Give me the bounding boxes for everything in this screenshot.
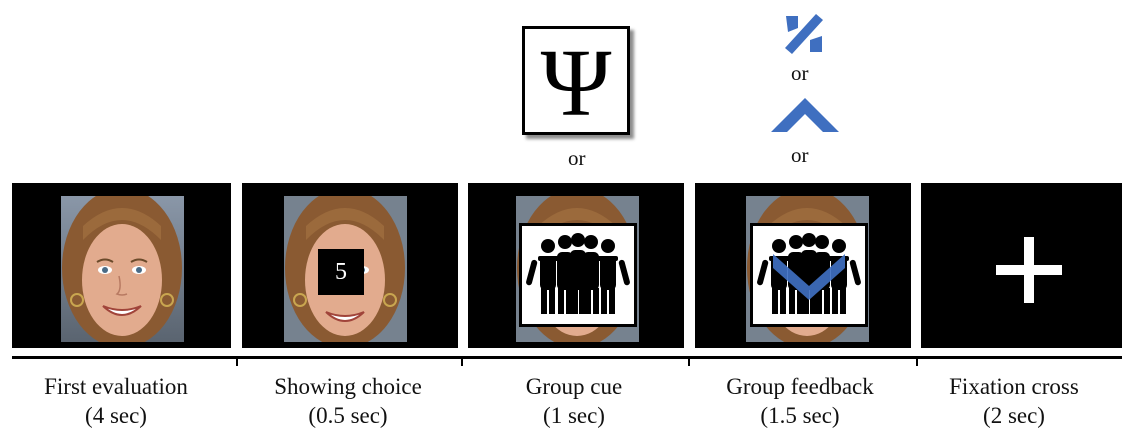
timeline-tick (688, 356, 690, 366)
timeline-axis (12, 356, 1122, 359)
timeline-tick (916, 356, 918, 366)
or-label-cue: or (568, 146, 586, 170)
stage-label-first-evaluation: First evaluation (4 sec) (6, 372, 226, 430)
up-chevron-icon (771, 98, 839, 132)
screen-group-cue (468, 183, 684, 348)
stage-name: Showing choice (274, 374, 422, 399)
down-checkmark-icon (773, 254, 845, 300)
stage-duration: (2 sec) (983, 403, 1045, 428)
rating-box: 5 (318, 249, 364, 295)
stage-label-fixation-cross: Fixation cross (2 sec) (904, 372, 1122, 430)
stage-name: Group cue (525, 374, 623, 399)
psi-cue-card: Ψ (522, 26, 630, 136)
group-feedback-overlay (750, 223, 868, 327)
group-of-people-icon (526, 233, 630, 314)
face-photo (61, 196, 184, 342)
stage-label-showing-choice: Showing choice (0.5 sec) (238, 372, 458, 430)
screen-first-evaluation (12, 183, 231, 348)
or-label-feedback-1: or (791, 61, 809, 85)
timeline-tick (461, 356, 463, 366)
screen-group-feedback (695, 183, 911, 348)
plus-cross-icon (996, 237, 1062, 303)
svg-text:Ψ: Ψ (541, 29, 612, 132)
screen-fixation-cross (921, 183, 1122, 348)
stage-label-group-feedback: Group feedback (1.5 sec) (690, 372, 910, 430)
stage-duration: (1 sec) (543, 403, 605, 428)
stage-duration: (1.5 sec) (760, 403, 840, 428)
screen-showing-choice: 5 (242, 183, 458, 348)
stage-name: Group feedback (726, 374, 874, 399)
or-label-feedback-2: or (791, 143, 809, 167)
stage-name: First evaluation (44, 374, 188, 399)
group-cue-overlay (519, 223, 637, 327)
psi-symbol-icon: Ψ (541, 29, 612, 136)
group-of-people-icon (757, 233, 861, 314)
percent-like-icon (785, 14, 823, 54)
stage-label-group-cue: Group cue (1 sec) (464, 372, 684, 430)
stage-duration: (0.5 sec) (308, 403, 388, 428)
timeline-tick (236, 356, 238, 366)
stage-duration: (4 sec) (85, 403, 147, 428)
stage-name: Fixation cross (949, 374, 1079, 399)
